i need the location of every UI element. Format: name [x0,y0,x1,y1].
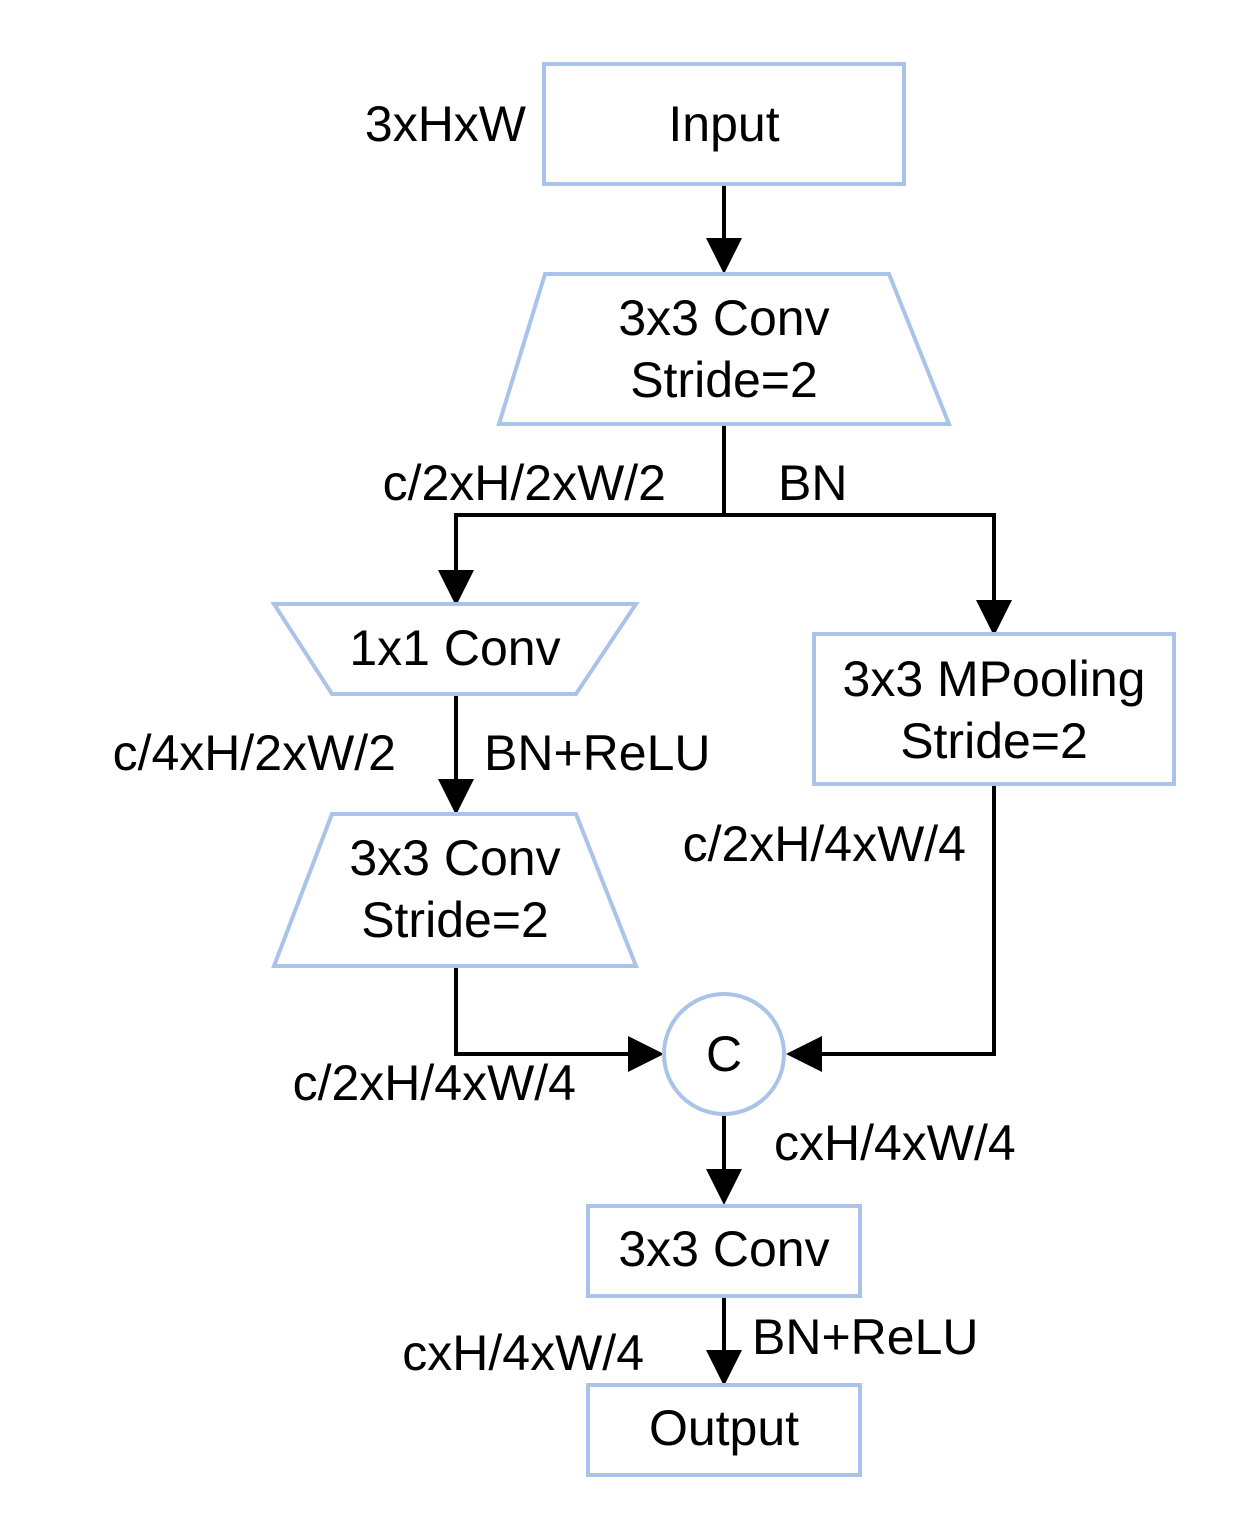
arrowhead [706,1169,742,1205]
node-conv3x3-stride2-line2: Stride=2 [361,892,549,948]
pool-output-shape-label: c/2xH/4xW/4 [683,816,966,872]
node-max-pooling-line2: Stride=2 [900,713,1088,769]
node-output: Output [586,1383,862,1477]
arrowhead [706,1350,742,1386]
edge-conv3x3-to-concat [454,966,640,1056]
conv-branch-output-shape-label: c/2xH/4xW/4 [293,1055,576,1111]
conv1x1-norm-label: BN+ReLU [484,725,711,781]
edge-split-left [454,513,724,582]
node-conv1x1-label: 1x1 Conv [349,620,560,676]
conv1x1-output-shape-label: c/4xH/2xW/2 [113,725,396,781]
node-conv1x1: 1x1 Conv [270,602,640,696]
node-concat: C [662,992,786,1116]
node-conv3x3-stride2: 3x3 Conv Stride=2 [271,812,639,968]
node-stem-conv-line1: 3x3 Conv [618,290,829,346]
final-output-shape-label: cxH/4xW/4 [402,1325,644,1381]
node-final-conv-label: 3x3 Conv [618,1221,829,1277]
node-max-pooling: 3x3 MPooling Stride=2 [812,632,1176,786]
stem-norm-label: BN [778,455,847,511]
node-max-pooling-line1: 3x3 MPooling [843,651,1146,707]
arrowhead [706,238,742,274]
stem-output-shape-label: c/2xH/2xW/2 [383,455,666,511]
node-stem-conv-line2: Stride=2 [630,352,818,408]
arrowhead [438,779,474,815]
node-stem-conv: 3x3 Conv Stride=2 [496,272,952,426]
arrowhead [976,600,1012,636]
node-final-conv: 3x3 Conv [586,1204,862,1298]
node-output-label: Output [649,1400,799,1456]
arrowhead [438,570,474,606]
node-input: Input [542,62,906,186]
node-concat-label: C [706,1026,742,1082]
arrowhead [786,1036,822,1072]
arrowhead [628,1036,664,1072]
edge-mpool-to-concat [810,784,996,1056]
node-input-label: Input [668,96,779,152]
input-shape-label: 3xHxW [365,96,527,152]
final-norm-label: BN+ReLU [752,1309,979,1365]
node-conv3x3-stride2-line1: 3x3 Conv [349,830,560,886]
edge-split-right [724,513,996,612]
concat-output-shape-label: cxH/4xW/4 [774,1115,1016,1171]
